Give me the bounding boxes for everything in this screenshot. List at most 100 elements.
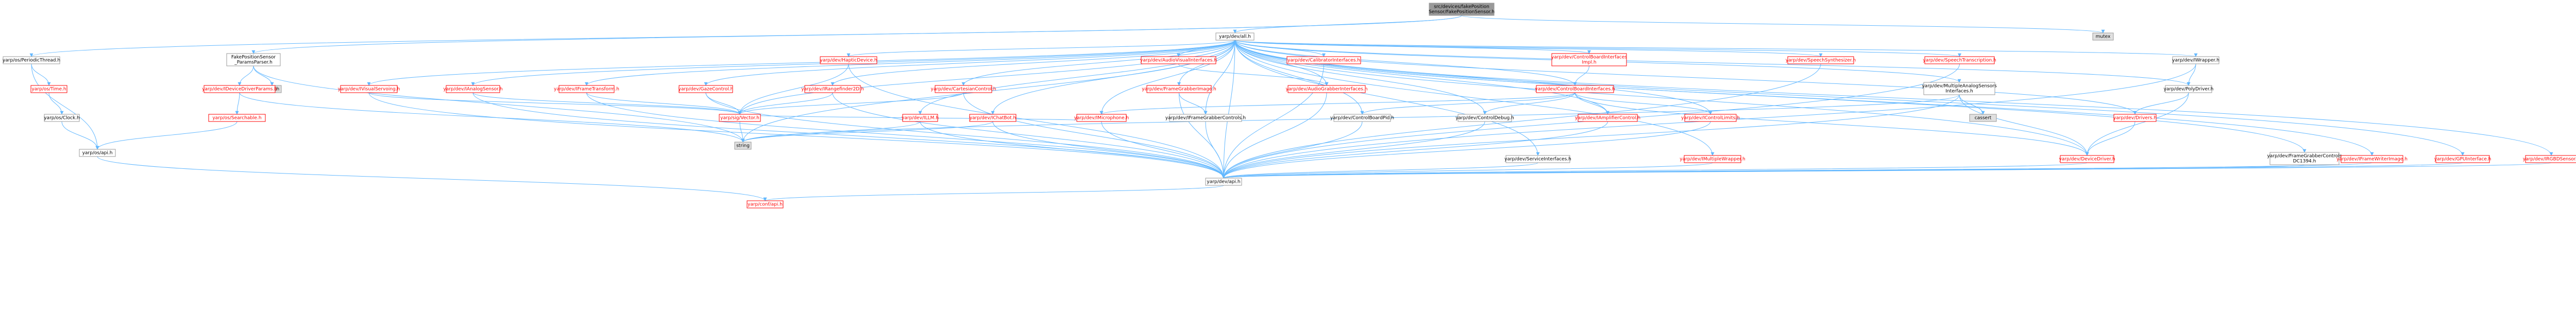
node-polydriver[interactable]: yarp/dev/PolyDriver.h (2164, 85, 2214, 93)
edge-root-to-params (251, 15, 1462, 54)
node-cbinterfaces[interactable]: yarp/dev/ControlBoardInterfaces.h (1535, 85, 1615, 93)
node-mutex[interactable]: mutex (2092, 32, 2114, 41)
node-devicedriver[interactable]: yarp/dev/DeviceDriver.h (2059, 155, 2115, 163)
edge-microphone-to-devapi (1101, 121, 1226, 179)
edge-illm-to-ostring (741, 121, 921, 143)
node-ostring[interactable]: string (734, 142, 752, 150)
node-fgc1394-line2: DC1394.h (2293, 159, 2316, 164)
node-params-line2: _ParamsParser.h (234, 60, 273, 65)
edge-all-to-multiwrapper (1234, 40, 1715, 156)
node-speechtr[interactable]: yarp/dev/SpeechTranscription.h (1923, 56, 1996, 64)
edge-multianalog-to-devicedriver (1959, 94, 2089, 156)
edge-framegrabberctl-to-devapi (1205, 121, 1226, 179)
node-multianalog[interactable]: yarp/dev/MultipleAnalogSensorsInterfaces… (1922, 82, 1997, 95)
edge-all-to-framegrabberctl (1204, 40, 1235, 115)
node-vector[interactable]: yarp/sig/Vector.h (719, 114, 761, 122)
edge-cbinterfaces-to-amplifier (1574, 92, 1609, 115)
node-illm-label: yarp/dev/ILLM.h (902, 116, 939, 121)
node-speechtr-label: yarp/dev/SpeechTranscription.h (1923, 58, 1996, 63)
node-framegrabberctl[interactable]: yarp/dev/IFrameGrabberControls.h (1165, 114, 1246, 122)
node-wrapper[interactable]: yarp/dev/IWrapper.h (2172, 56, 2219, 64)
node-analog[interactable]: yarp/dev/IAnalogSensor.h (443, 85, 503, 93)
edge-params-to-cmath (253, 65, 274, 86)
node-audiograbber[interactable]: yarp/dev/AudioGrabberInterfaces.h (1286, 85, 1368, 93)
node-cdebug[interactable]: yarp/dev/ControlDebug.h (1455, 114, 1514, 122)
edge-haptic-to-vector (738, 63, 849, 115)
node-framewriter[interactable]: yarp/dev/IFrameWriterImage.h (2336, 155, 2408, 163)
node-searchable-label: yarp/os/Searchable.h (212, 116, 261, 121)
node-microphone[interactable]: yarp/dev/IMicrophone.h (1074, 114, 1129, 122)
node-multiwrapper[interactable]: yarp/dev/IMultipleWrapper.h (1680, 155, 1745, 163)
node-audiovis[interactable]: yarp/dev/AudioVisualInterfaces.h (1140, 56, 1217, 64)
edge-audiovis-to-audiograbber (1178, 63, 1329, 86)
edge-visualservo-to-devapi (368, 92, 1226, 179)
edge-cdebug-to-devapi (1222, 121, 1485, 179)
node-cartesian[interactable]: yarp/dev/CartesianControl.h (931, 85, 996, 93)
node-gpu[interactable]: yarp/dev/GPUInterface.h (2434, 155, 2492, 163)
node-time-label: yarp/os/Time.h (31, 87, 66, 92)
edge-all-to-devapi (1222, 40, 1235, 179)
node-chatbot[interactable]: yarp/dev/IChatBot.h (969, 114, 1016, 122)
edge-drivers-to-devicedriver (2085, 121, 2136, 156)
edge-cartesian-to-vector (738, 92, 964, 115)
edge-polydriver-to-drivers (2133, 92, 2189, 115)
node-periodic[interactable]: yarp/os/PeriodicThread.h (3, 56, 60, 64)
edge-climits-to-devapi (1222, 121, 1711, 179)
node-speechsyn[interactable]: yarp/dev/SpeechSynthesizer.h (1786, 56, 1856, 64)
node-rgbd[interactable]: yarp/dev/IRGBDSensor.h (2523, 155, 2576, 163)
node-climits[interactable]: yarp/dev/IControlLimits.h (1681, 114, 1740, 122)
node-gpu-label: yarp/dev/GPUInterface.h (2434, 157, 2492, 162)
edge-frametransform-to-devapi (586, 92, 1226, 179)
node-calib[interactable]: yarp/dev/CalibratorInterfaces.h (1286, 56, 1361, 64)
node-haptic[interactable]: yarp/dev/HapticDevice.h (820, 56, 877, 64)
node-frametransform[interactable]: yarp/dev/IFrameTransform.h (554, 85, 619, 93)
node-time[interactable]: yarp/os/Time.h (30, 85, 67, 93)
node-root[interactable]: src/devices/fakePositionSensor/FakePosit… (1429, 3, 1495, 16)
edge-params-to-idriverparams (238, 65, 254, 86)
edge-all-to-speechsyn (1234, 40, 1823, 57)
node-oclock[interactable]: yarp/os/Clock.h (44, 114, 80, 122)
edge-calib-to-devapi (1222, 63, 1324, 179)
node-drivers-label: yarp/dev/Drivers.h (2113, 116, 2157, 121)
node-framegrabberimg[interactable]: yarp/dev/FrameGrabberImage.h (1142, 85, 1216, 93)
node-all[interactable]: yarp/dev/all.h (1215, 32, 1255, 41)
node-osapi-label: yarp/os/api.h (82, 151, 113, 156)
edge-all-to-illm (918, 40, 1235, 115)
edge-multiwrapper-to-devapi (1222, 162, 1713, 179)
node-amplifier[interactable]: yarp/dev/IAmplifierControl.h (1575, 114, 1640, 122)
edge-all-to-polydriver (1234, 40, 2191, 86)
node-root-line2: Sensor/FakePositionSensor.h (1429, 10, 1495, 15)
edge-vector-to-ostring (739, 121, 745, 143)
node-visualservo[interactable]: yarp/dev/IVisualServoing.h (338, 85, 400, 93)
node-idriverparams[interactable]: yarp/dev/IDeviceDriverParams.h (202, 85, 277, 93)
node-rangefinder-label: yarp/dev/IRangefinder2D.h (801, 87, 864, 92)
edge-oclock-to-osapi (61, 121, 99, 150)
node-visualservo-label: yarp/dev/IVisualServoing.h (338, 87, 400, 92)
edge-all-to-speechtr (1234, 40, 1961, 57)
node-oclock-label: yarp/os/Clock.h (44, 116, 80, 121)
node-climits-label: yarp/dev/IControlLimits.h (1681, 116, 1740, 121)
node-chatbot-label: yarp/dev/IChatBot.h (970, 116, 1016, 121)
node-periodic-label: yarp/os/PeriodicThread.h (3, 58, 60, 63)
node-drivers[interactable]: yarp/dev/Drivers.h (2113, 114, 2157, 122)
edge-all-to-cdebug (1234, 40, 1487, 115)
node-illm[interactable]: yarp/dev/ILLM.h (902, 114, 939, 122)
node-rangefinder[interactable]: yarp/dev/IRangefinder2D.h (801, 85, 864, 93)
node-params[interactable]: FakePositionSensor_ParamsParser.h (226, 53, 281, 66)
edge-devapi-to-confapi (763, 185, 1224, 201)
edge-cbinterfaces-to-microphone (1099, 92, 1575, 115)
node-gaze[interactable]: yarp/dev/GazeControl.h (679, 85, 734, 93)
node-cassert[interactable]: cassert (1969, 114, 1997, 122)
node-confapi[interactable]: yarp/conf/api.h (747, 200, 784, 208)
node-searchable[interactable]: yarp/os/Searchable.h (208, 114, 266, 122)
edge-all-to-haptic (846, 40, 1235, 57)
node-service[interactable]: yarp/dev/ServiceInterfaces.h (1504, 155, 1571, 163)
edge-cbinterfaces-to-devicedriver (1574, 92, 2089, 156)
node-devapi[interactable]: yarp/dev/api.h (1205, 178, 1242, 186)
node-framewriter-label: yarp/dev/IFrameWriterImage.h (2336, 157, 2408, 162)
node-cbpid[interactable]: yarp/dev/ControlBoardPid.h (1330, 114, 1394, 122)
node-rgbd-label: yarp/dev/IRGBDSensor.h (2523, 157, 2576, 162)
node-osapi[interactable]: yarp/os/api.h (79, 149, 116, 157)
